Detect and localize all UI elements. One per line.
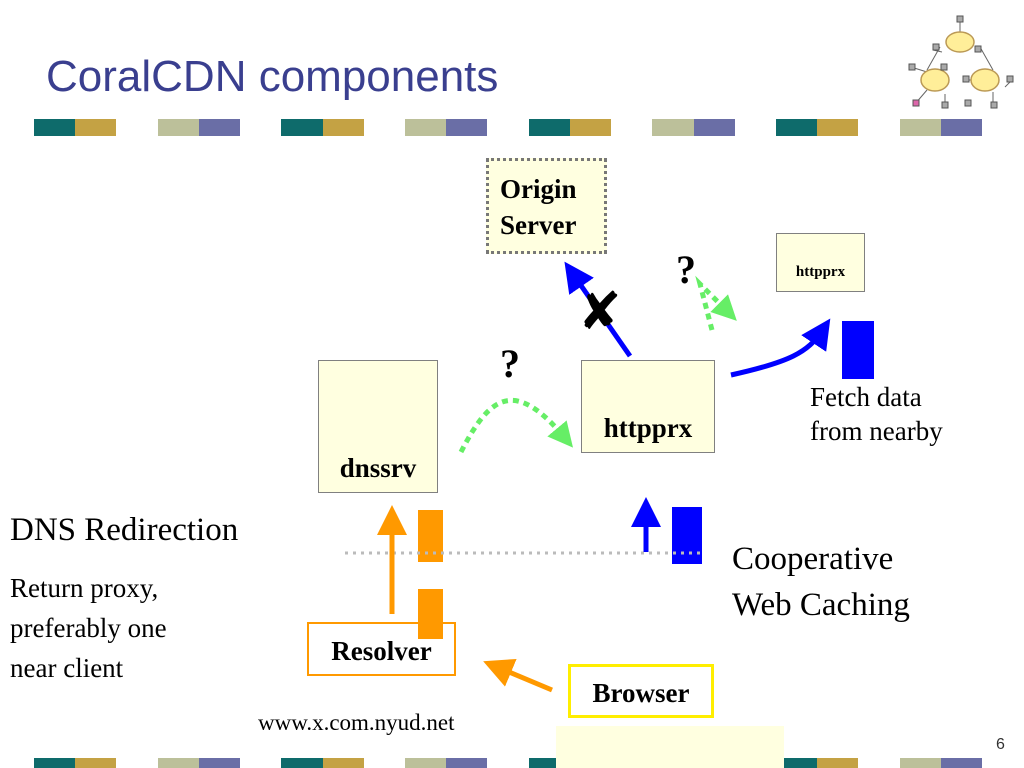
nearby-fetch-arrow [730,318,831,378]
slide-title: CoralCDN components [46,52,499,101]
browser-query-arrow [483,658,553,693]
dns-redirection-heading: DNS Redirection [10,512,239,548]
browser-box: Browser [568,664,714,718]
fetch-note-line2: from nearby [810,416,943,446]
origin-server-label: Origin Server [500,174,577,240]
dns-body-line3: near client [10,653,124,683]
httpprx-box: httpprx [581,360,715,453]
cooperative-caching-label: Cooperative Web Caching [732,536,910,628]
dnssrv-box: dnssrv [318,360,438,493]
origin-server-box: Origin Server [486,158,607,254]
fetch-note: Fetch data from nearby [810,380,943,448]
page-number: 6 [996,736,1005,753]
dnssrv-label: dnssrv [339,453,417,483]
coral-network-logo [908,15,1014,109]
blue-bar-upper [842,321,874,379]
browser-label: Browser [592,678,690,708]
question-mark-dns: ? [500,341,520,386]
coop-line2: Web Caching [732,587,910,623]
orange-bar-lower [418,589,443,639]
orange-bar-upper [418,510,443,562]
remote-httpprx-label: httpprx [795,264,846,280]
url-label: www.x.com.nyud.net [258,710,455,735]
redirect-arrow [458,397,574,454]
remote-httpprx-box: httpprx [776,233,865,292]
fetch-note-line1: Fetch data [810,382,922,412]
empty-note-box [556,726,784,768]
blocked-x-icon: ✘ [578,282,622,342]
question-mark-peer: ? [676,247,696,292]
dns-redirection-body: Return proxy, preferably one near client [10,568,167,688]
peer-lookup-arrow [695,275,737,331]
httpprx-label: httpprx [603,413,693,443]
coop-line1: Cooperative [732,541,894,577]
dns-body-line2: preferably one [10,613,167,643]
resolver-label: Resolver [331,636,432,666]
top-stripe [34,119,983,136]
dns-body-line1: Return proxy, [10,573,159,603]
origin-fetch-arrow [564,261,633,358]
